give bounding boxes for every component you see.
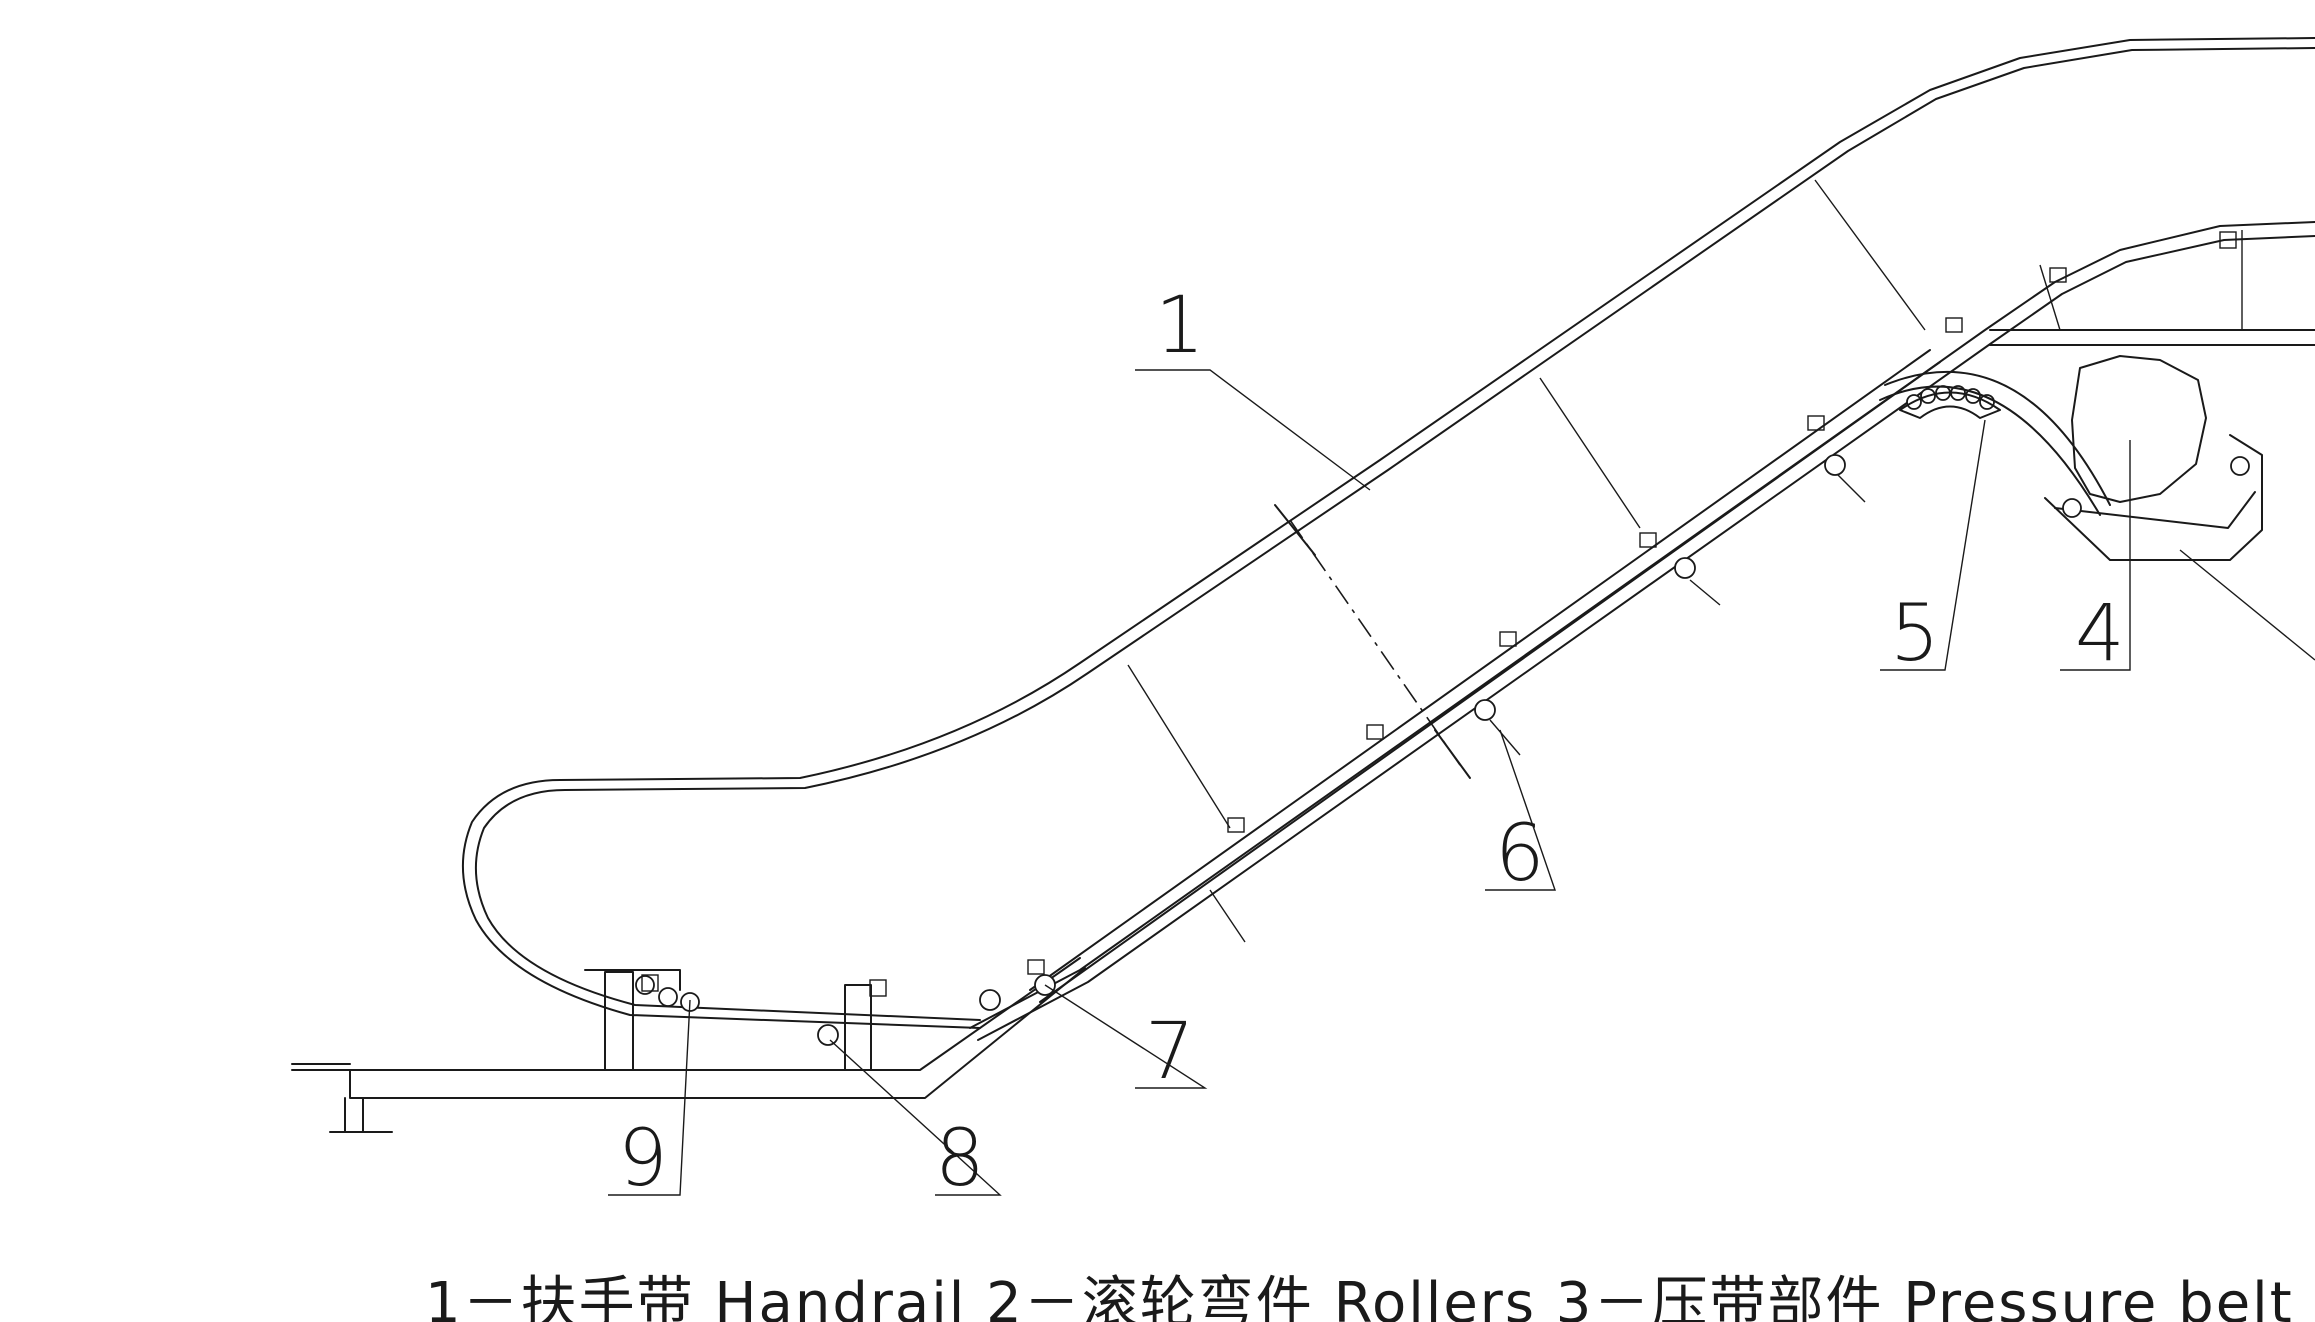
floor-base — [291, 957, 1086, 1133]
callout-labels: 1 4 5 6 7 8 9 — [618, 281, 2125, 1204]
drive-unit — [1879, 230, 2315, 561]
break-line — [1274, 504, 1471, 779]
incline-rollers — [635, 231, 2237, 1046]
handrail-contour — [461, 37, 2315, 1029]
callout-5: 5 — [1890, 589, 1940, 679]
callout-9: 9 — [618, 1114, 668, 1204]
callout-6: 6 — [1495, 809, 1545, 899]
leader-lines — [608, 369, 2315, 1196]
callout-1: 1 — [1155, 281, 1205, 371]
callout-4: 4 — [2075, 589, 2125, 679]
parts-legend: 1－扶手带 Handrail 2－滚轮弯件 Rollers 3－压带部件 Pre… — [425, 1271, 2315, 1322]
callout-7: 7 — [1145, 1007, 1195, 1097]
callout-8: 8 — [935, 1114, 985, 1204]
